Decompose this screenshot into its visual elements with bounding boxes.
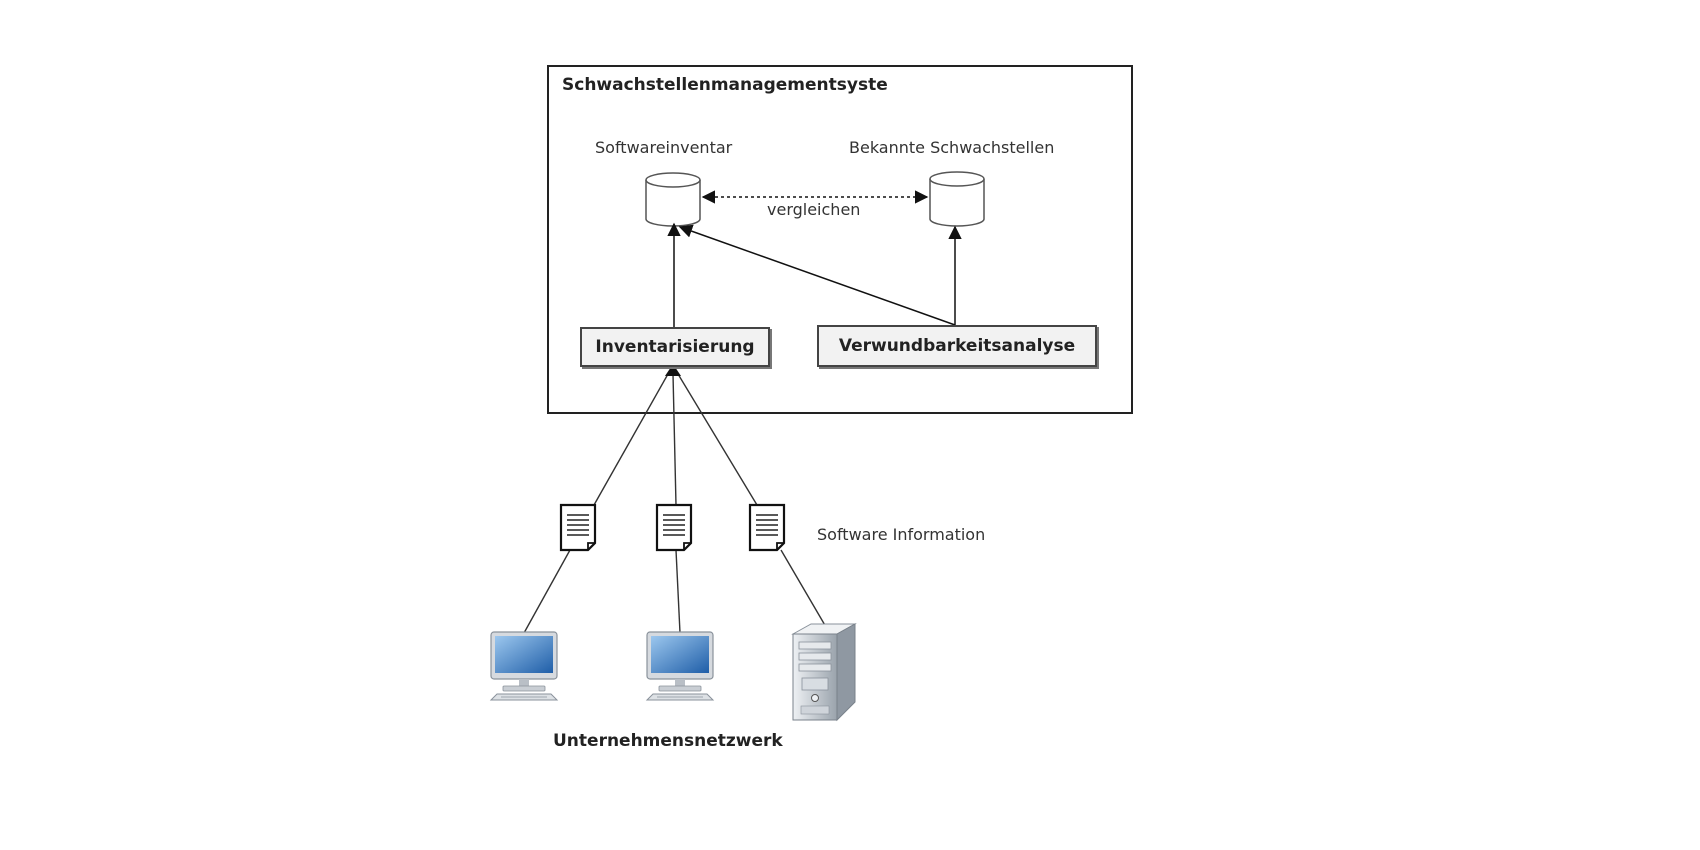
software-information-label: Software Information [817, 525, 986, 544]
doc-to-inventory-line [677, 373, 758, 506]
doc-to-inventory-line [672, 373, 677, 506]
network-title: Unternehmensnetzwerk [553, 731, 783, 751]
inventory-arrowhead [665, 364, 681, 376]
doc-to-inventory-line [593, 373, 669, 506]
known-vulnerabilities-label: Bekannte Schwachstellen [849, 138, 1055, 157]
server-tower-icon [791, 623, 857, 722]
compare-label: vergleichen [767, 200, 861, 219]
document-icon [655, 503, 693, 552]
database-icon [929, 171, 985, 227]
system-boundary [547, 65, 1133, 414]
vulnerability-analysis-box: Verwundbarkeitsanalyse [817, 325, 1097, 367]
desktop-computer-icon [645, 631, 715, 701]
inventory-process-box: Inventarisierung [580, 327, 770, 367]
system-title: Schwachstellenmanagementsyste [562, 75, 888, 95]
analysis-to-inventory-arrow [678, 224, 956, 326]
device-to-doc-line [675, 549, 681, 634]
database-icon [645, 172, 701, 227]
document-icon [748, 503, 786, 552]
inventory-process-label: Inventarisierung [595, 337, 755, 357]
device-to-doc-line [523, 549, 571, 634]
document-icon [559, 503, 597, 552]
desktop-computer-icon [489, 631, 559, 701]
software-inventory-label: Softwareinventar [595, 138, 733, 157]
vulnerability-analysis-label: Verwundbarkeitsanalyse [838, 336, 1076, 356]
device-to-doc-line [780, 549, 827, 628]
